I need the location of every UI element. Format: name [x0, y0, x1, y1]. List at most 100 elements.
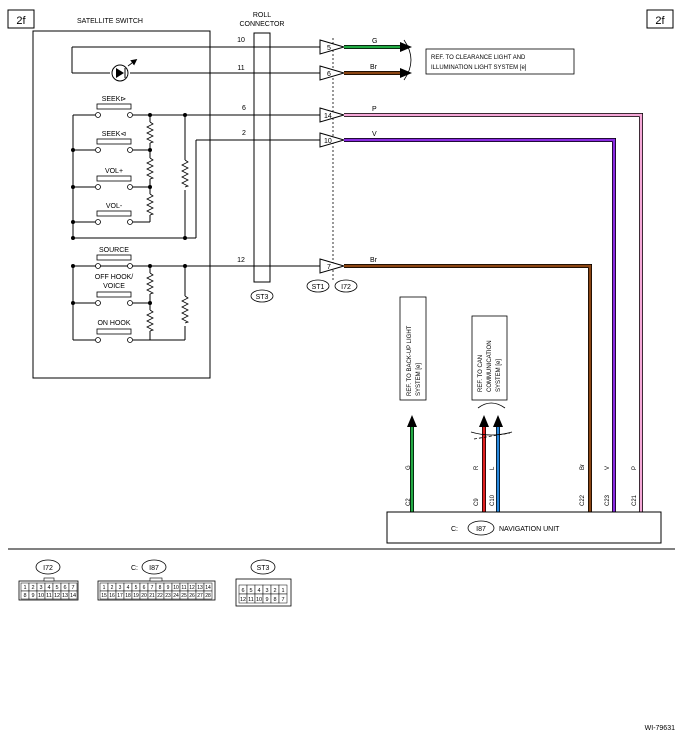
- connector-st1-label: ST1: [312, 284, 325, 291]
- connector-pin-number: 11: [248, 597, 254, 603]
- svg-text:Br: Br: [580, 464, 586, 470]
- connector-pin-number: 13: [62, 593, 68, 599]
- svg-text:SYSTEM [e]: SYSTEM [e]: [496, 359, 502, 392]
- connector-pin-number: 8: [159, 585, 162, 591]
- connector-pin-number: 3: [39, 585, 42, 591]
- switch-vol-up-label: VOL+: [105, 168, 123, 175]
- connector-pin-number: 6: [63, 585, 66, 591]
- connector-pin-number: 4: [47, 585, 50, 591]
- svg-text:C:: C:: [451, 526, 458, 533]
- connector-pin-number: 8: [23, 593, 26, 599]
- svg-text:6: 6: [242, 105, 246, 112]
- connector-pin-number: 15: [101, 593, 107, 599]
- connector-pin-cell: [203, 590, 213, 600]
- junction-dots: [71, 113, 187, 305]
- connector-pin-number: 16: [109, 593, 115, 599]
- connector-pin-number: 1: [281, 588, 284, 594]
- connector-i72-label: I72: [341, 284, 351, 291]
- svg-text:REF. TO CAN: REF. TO CAN: [478, 355, 484, 392]
- svg-text:V: V: [605, 466, 611, 470]
- svg-text:ST3: ST3: [257, 565, 270, 572]
- connector-pin-number: 7: [71, 585, 74, 591]
- connector-pin-number: 3: [265, 588, 268, 594]
- connector-pin-number: 5: [249, 588, 252, 594]
- figure-id: WI-79631: [645, 725, 675, 732]
- svg-text:ILLUMINATION LIGHT SYSTEM [e]: ILLUMINATION LIGHT SYSTEM [e]: [431, 65, 527, 71]
- switch-contacts: SEEK⊳ SEEK⊲ VOL+ VOL- SOURCE OFF HOOK/ V…: [95, 96, 133, 343]
- connector-pin-number: 22: [157, 593, 163, 599]
- connector-pin-number: 24: [173, 593, 179, 599]
- connector-pin-number: 6: [143, 585, 146, 591]
- connector-pin-number: 14: [70, 593, 76, 599]
- satellite-switch-box: SATELLITE SWITCH: [32, 18, 211, 379]
- connector-pin-number: 17: [117, 593, 123, 599]
- svg-text:12: 12: [237, 257, 245, 264]
- connector-pin-number: 2: [31, 585, 34, 591]
- connector-pin-number: 7: [151, 585, 154, 591]
- svg-text:2: 2: [242, 130, 246, 137]
- connector-pin-number: 10: [38, 593, 44, 599]
- connector-pin-number: 26: [189, 593, 195, 599]
- connector-pin-number: 9: [31, 593, 34, 599]
- ref-clearance-light: REF. TO CLEARANCE LIGHT AND ILLUMINATION…: [425, 48, 575, 75]
- switch-source-label: SOURCE: [99, 247, 129, 254]
- svg-text:P: P: [372, 106, 377, 113]
- connector-pin-number: 5: [55, 585, 58, 591]
- connector-pin-number: 8: [273, 597, 276, 603]
- connector-pin-number: 6: [241, 588, 244, 594]
- connector-pin-number: 11: [46, 593, 52, 599]
- connector-pin-cell: [68, 590, 78, 600]
- connector-pin-number: 23: [165, 593, 171, 599]
- svg-text:I87: I87: [149, 565, 159, 572]
- svg-text:14: 14: [324, 113, 332, 120]
- svg-text:C9: C9: [474, 498, 480, 506]
- roll-connector-title-1: ROLL: [253, 12, 271, 19]
- svg-text:11: 11: [237, 65, 244, 72]
- connector-pin-number: 2: [111, 585, 114, 591]
- svg-text:NAVIGATION UNIT: NAVIGATION UNIT: [499, 526, 560, 533]
- switch-internal-wiring: [71, 46, 320, 341]
- roll-connector: ROLL CONNECTOR ST3 10 11 6 2 12: [237, 12, 285, 303]
- connector-pin-number: 1: [23, 585, 26, 591]
- svg-text:10: 10: [324, 138, 332, 145]
- svg-text:C22: C22: [580, 494, 586, 506]
- connector-pin-number: 21: [149, 593, 155, 599]
- ref-can-communication: REF. TO CAN COMMUNICATION SYSTEM [e]: [471, 315, 508, 401]
- connector-pin-number: 11: [181, 585, 186, 591]
- svg-text:V: V: [372, 131, 377, 138]
- svg-text:C2: C2: [406, 498, 412, 506]
- connector-pin-number: 19: [133, 593, 139, 599]
- switch-voice-label: VOICE: [103, 283, 125, 290]
- svg-text:SYSTEM [e]: SYSTEM [e]: [416, 363, 422, 396]
- wire-color-labels: G Br P V Br: [370, 38, 378, 264]
- svg-text:C10: C10: [490, 494, 496, 506]
- switch-on-hook-label: ON HOOK: [97, 320, 130, 327]
- connector-pin-number: 18: [125, 593, 131, 599]
- switch-seek-up-label: SEEK⊳: [102, 96, 127, 103]
- page-code-right: 2f: [646, 9, 674, 29]
- connector-pin-number: 12: [240, 597, 246, 603]
- connector-pin-number: 1: [103, 585, 106, 591]
- navigation-unit: C: I87 NAVIGATION UNIT: [386, 511, 662, 544]
- connector-pin-number: 7: [281, 597, 284, 603]
- connector-pin-number: 20: [141, 593, 147, 599]
- roll-connector-label: ST3: [256, 294, 269, 301]
- svg-text:C21: C21: [632, 494, 638, 506]
- connector-pin-number: 12: [189, 585, 195, 591]
- connector-pin-number: 4: [127, 585, 130, 591]
- satellite-switch-title: SATELLITE SWITCH: [77, 18, 143, 25]
- connector-pin-number: 5: [135, 585, 138, 591]
- svg-text:L: L: [490, 466, 496, 470]
- svg-text:C23: C23: [605, 494, 611, 506]
- connector-i72-pins: 5 6 14 10 7 ST1 I72: [306, 39, 358, 293]
- connector-pin-number: 2: [273, 588, 276, 594]
- svg-text:I72: I72: [43, 565, 53, 572]
- roll-connector-title-2: CONNECTOR: [240, 21, 285, 28]
- svg-text:COMMUNICATION: COMMUNICATION: [487, 340, 493, 392]
- svg-text:2f: 2f: [655, 15, 665, 27]
